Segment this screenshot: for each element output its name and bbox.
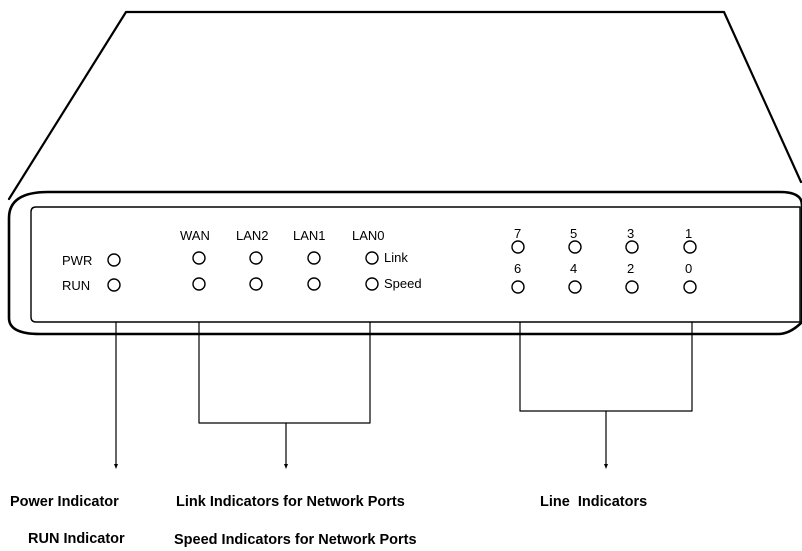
line-led-3 (625, 240, 639, 254)
lan0-speed-led (365, 277, 379, 291)
run-led (107, 278, 121, 292)
line-arrowhead (604, 464, 608, 469)
line-led-5 (568, 240, 582, 254)
link-label: Link (384, 250, 408, 265)
line-label-4: 4 (570, 261, 577, 276)
port-label-lan1: LAN1 (293, 228, 326, 243)
port-label-wan: WAN (180, 228, 210, 243)
link-speed-bracket (198, 321, 371, 465)
lan2-link-led (249, 251, 263, 265)
run-indicator-caption: RUN Indicator (28, 531, 125, 547)
front-panel (30, 206, 801, 323)
line-indicators-caption: Line Indicators (540, 494, 647, 510)
device-top-outline (7, 10, 802, 201)
line-label-2: 2 (627, 261, 634, 276)
port-label-lan0: LAN0 (352, 228, 385, 243)
line-led-1 (683, 240, 697, 254)
line-label-0: 0 (685, 261, 692, 276)
lan1-link-led (307, 251, 321, 265)
line-led-4 (568, 280, 582, 294)
line-label-7: 7 (514, 226, 521, 241)
link-speed-arrowhead (284, 464, 288, 469)
pwr-label: PWR (62, 253, 92, 268)
line-label-3: 3 (627, 226, 634, 241)
line-indicators-bracket (519, 321, 693, 465)
wan-link-led (192, 251, 206, 265)
lan2-speed-led (249, 277, 263, 291)
lan1-speed-led (307, 277, 321, 291)
power-arrowhead (114, 464, 118, 469)
port-label-lan2: LAN2 (236, 228, 269, 243)
speed-label: Speed (384, 276, 422, 291)
line-led-7 (511, 240, 525, 254)
power-indicator-caption: Power Indicator (10, 494, 119, 510)
link-indicators-caption: Link Indicators for Network Ports (176, 494, 405, 510)
lan0-link-led (365, 251, 379, 265)
line-label-6: 6 (514, 261, 521, 276)
line-led-0 (683, 280, 697, 294)
device-body-outline (7, 190, 802, 336)
line-led-2 (625, 280, 639, 294)
speed-indicators-caption: Speed Indicators for Network Ports (174, 532, 417, 548)
line-label-1: 1 (685, 226, 692, 241)
wan-speed-led (192, 277, 206, 291)
pwr-led (107, 253, 121, 267)
line-label-5: 5 (570, 226, 577, 241)
line-led-6 (511, 280, 525, 294)
run-label: RUN (62, 278, 90, 293)
